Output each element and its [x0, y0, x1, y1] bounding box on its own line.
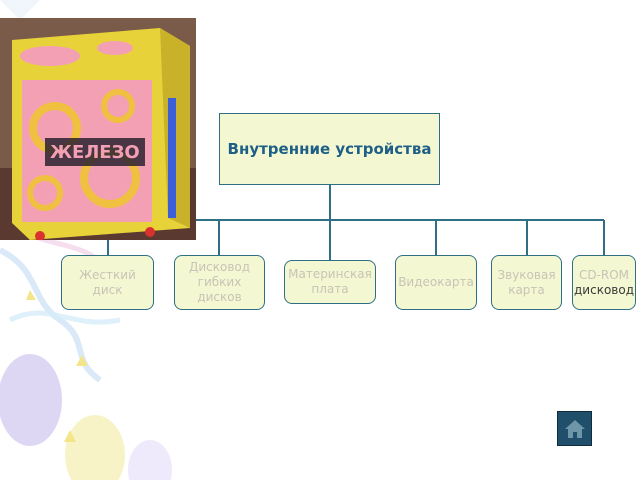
photo-caption: ЖЕЛЕЗО	[50, 142, 140, 163]
node-hard-disk: Жесткий диск	[61, 255, 154, 310]
root-node-label: Внутренние устройства	[227, 140, 432, 158]
node-floppy-drive-label: Дисковод гибких дисков	[188, 260, 251, 304]
node-sound-card-label: Звуковая карта	[497, 267, 556, 297]
node-cd-rom-label: CD-ROM	[578, 267, 630, 282]
node-cd-rom-drive: CD-ROM дисковод	[572, 255, 636, 310]
node-floppy-drive: Дисковод гибких дисков	[174, 255, 265, 310]
node-cd-rom-drive-label: дисковод	[574, 282, 634, 297]
node-motherboard: Материнская плата	[284, 260, 376, 304]
node-motherboard-label: Материнская плата	[288, 267, 372, 296]
home-nav-button[interactable]	[557, 411, 592, 446]
home-icon	[564, 419, 585, 438]
root-node-internal-devices: Внутренние устройства	[219, 113, 440, 185]
node-video-card: Видеокарта	[395, 255, 477, 310]
computer-case-photo: ЖЕЛЕЗО	[0, 18, 196, 240]
node-sound-card: Звуковая карта	[491, 255, 562, 310]
node-hard-disk-label: Жесткий диск	[79, 267, 136, 297]
node-video-card-label: Видеокарта	[398, 275, 474, 289]
